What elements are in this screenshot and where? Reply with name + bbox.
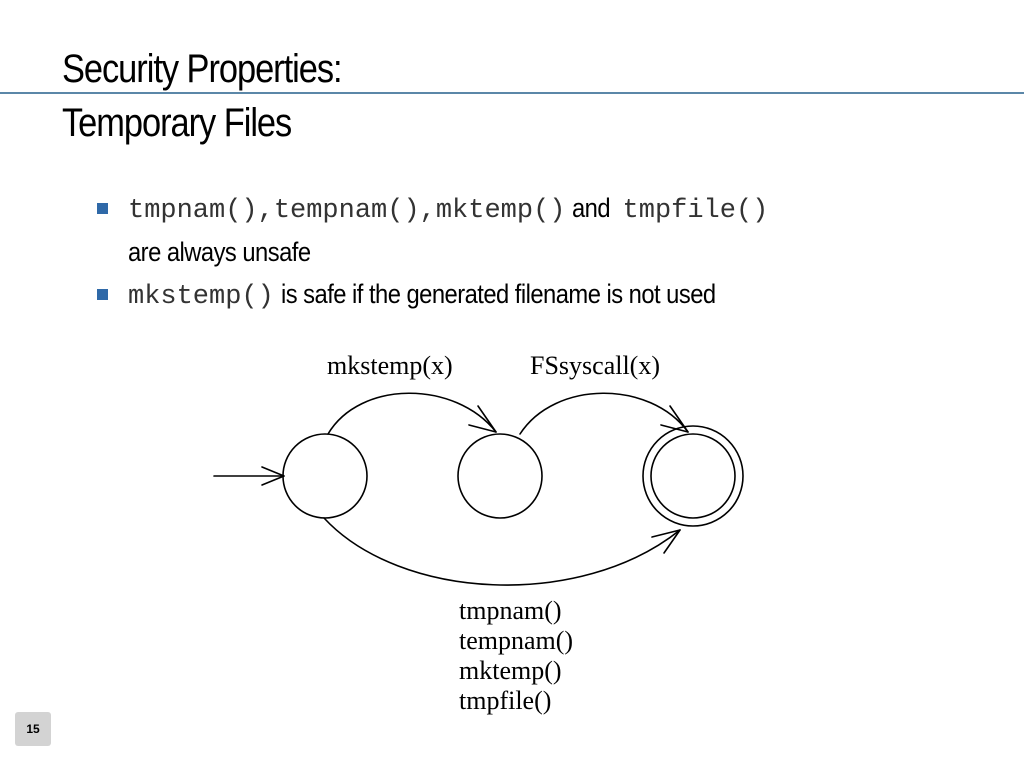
edge-fssyscall-arrowhead [660, 405, 689, 433]
bullet-unsafe-functions: tmpnam(),tempnam(),mktemp() and tmpfile(… [97, 188, 977, 274]
title-line-1: Security Properties: [62, 47, 343, 91]
edge-mkstemp [327, 392, 497, 435]
label-fssyscall-x: FSsyscall(x) [530, 351, 660, 380]
state-final-outer [642, 425, 744, 527]
state-created [457, 433, 543, 519]
edge-unsafe-arrowhead [651, 529, 681, 554]
edge-fssyscall [519, 392, 689, 435]
page-number-badge: 15 [15, 712, 51, 746]
separator: , [257, 196, 274, 226]
state-final-inner [650, 433, 736, 519]
title-line-2: Temporary Files [62, 101, 292, 145]
label-tmpnam: tmpnam() [459, 596, 562, 625]
code-mkstemp: mkstemp() [128, 282, 274, 312]
bullet-list: tmpnam(),tempnam(),mktemp() and tmpfile(… [97, 188, 977, 318]
code-tempnam: tempnam() [273, 196, 420, 226]
separator: , [419, 196, 436, 226]
title-divider [0, 92, 1024, 94]
edge-mkstemp-arrowhead [468, 405, 497, 433]
start-arrowhead [261, 466, 285, 486]
code-tmpfile: tmpfile() [622, 196, 769, 226]
label-tempnam: tempnam() [459, 626, 573, 655]
state-initial [282, 433, 368, 519]
label-tmpfile: tmpfile() [459, 686, 551, 715]
code-tmpnam: tmpnam() [128, 196, 258, 226]
slide-title: Security Properties: Temporary Files [62, 42, 343, 150]
conjunction-text: and [572, 193, 611, 223]
label-mktemp: mktemp() [459, 656, 562, 685]
bullet-mkstemp: mkstemp() is safe if the generated filen… [97, 274, 977, 318]
square-bullet-icon [97, 289, 108, 300]
edge-unsafe [323, 517, 681, 586]
code-mktemp: mktemp() [435, 196, 566, 226]
square-bullet-icon [97, 203, 108, 214]
bullet-tail-text: is safe if the generated filename is not… [280, 279, 716, 309]
label-mkstemp-x: mkstemp(x) [327, 351, 453, 380]
bullet-tail-text: are always unsafe [128, 237, 311, 267]
